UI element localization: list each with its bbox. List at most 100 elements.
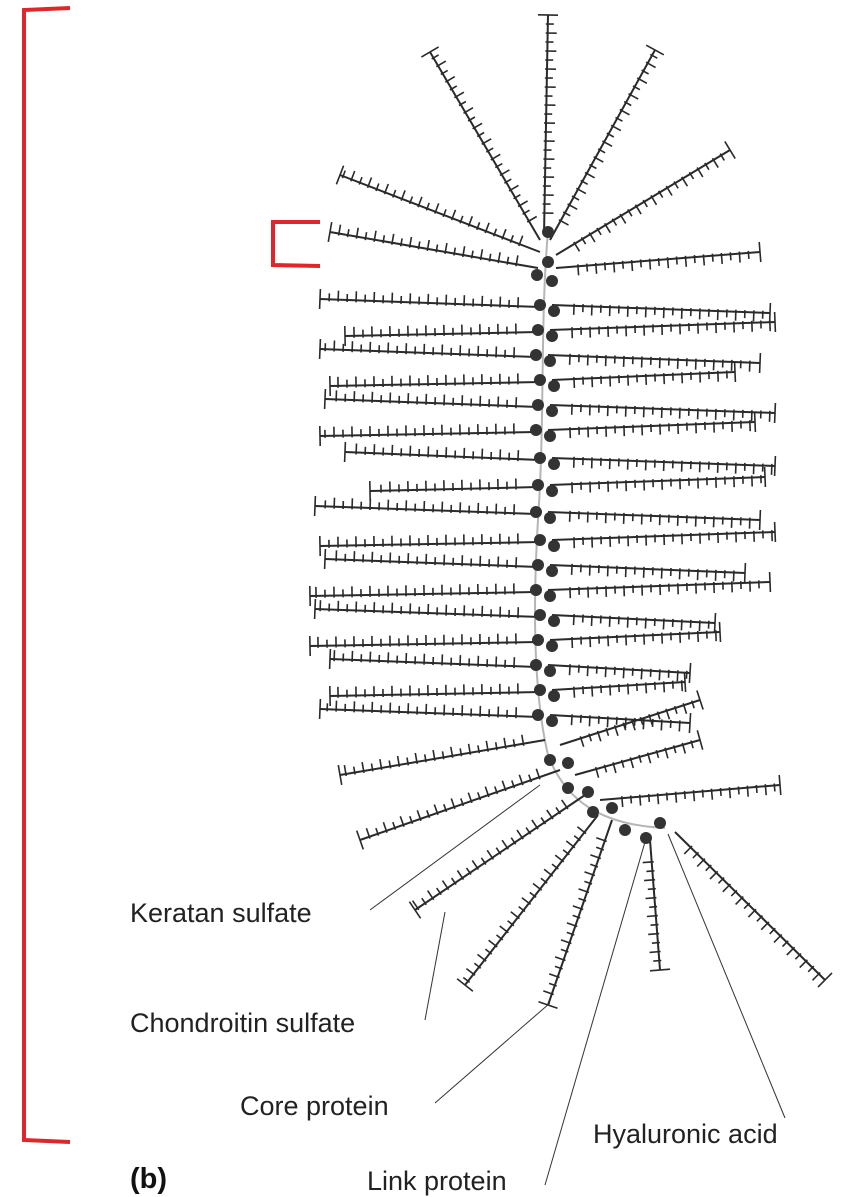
keratan-leader bbox=[370, 785, 540, 910]
gag-chain-tick bbox=[647, 916, 658, 917]
link-protein-node-5 bbox=[544, 355, 556, 367]
link-protein-node-103 bbox=[582, 786, 594, 798]
gag-chain-tick bbox=[661, 719, 662, 730]
gag-chain-tick bbox=[682, 372, 683, 383]
gag-chain-tick bbox=[645, 618, 646, 629]
core-protein-axis bbox=[345, 332, 538, 336]
strand-8 bbox=[552, 303, 770, 323]
gag-chain-tick bbox=[738, 787, 739, 795]
strand-end-cap bbox=[720, 622, 721, 642]
strand-30 bbox=[548, 572, 770, 598]
strand-end-cap bbox=[330, 649, 331, 669]
gag-chain-tick bbox=[736, 897, 744, 905]
gag-chain-tick bbox=[500, 926, 509, 933]
gag-chain-tick bbox=[466, 969, 475, 976]
gag-chain-tick bbox=[699, 620, 700, 631]
strand-end-cap bbox=[775, 456, 776, 476]
core-protein-axis bbox=[325, 559, 538, 567]
link-protein-node-9 bbox=[546, 405, 558, 417]
gag-chain-tick bbox=[478, 954, 487, 961]
gag-chain-tick bbox=[739, 252, 740, 263]
strand-12 bbox=[548, 353, 760, 373]
strand-26 bbox=[552, 522, 775, 548]
gag-chain-tick bbox=[787, 947, 795, 955]
gag-chain-tick bbox=[605, 666, 606, 677]
strand-end-cap bbox=[320, 289, 321, 309]
large-red-bracket bbox=[24, 8, 70, 1142]
gag-chain-tick bbox=[649, 794, 650, 802]
link-protein-node-25 bbox=[548, 615, 560, 627]
core-protein-axis bbox=[600, 785, 780, 800]
link-protein-node-104 bbox=[587, 806, 599, 818]
strand-40 bbox=[550, 713, 691, 733]
gag-chain-tick bbox=[589, 715, 590, 726]
gag-chain-tick bbox=[765, 784, 766, 795]
strand-43 bbox=[357, 769, 560, 850]
strand-9 bbox=[345, 324, 538, 347]
gag-chain-tick bbox=[516, 397, 517, 408]
strand-13 bbox=[330, 373, 540, 396]
strand-end-cap bbox=[320, 339, 321, 359]
strand-32 bbox=[552, 613, 716, 633]
gag-chain-tick bbox=[662, 479, 663, 490]
strand-27 bbox=[325, 549, 538, 569]
strand-38 bbox=[552, 672, 686, 698]
strand-6 bbox=[556, 242, 761, 275]
link-protein-node-14 bbox=[532, 479, 544, 491]
gag-chain-tick bbox=[652, 943, 660, 944]
gag-chain-tick bbox=[605, 262, 606, 270]
gag-chain-tick bbox=[579, 665, 580, 673]
link-protein-node-19 bbox=[548, 540, 560, 552]
gag-chain-tick bbox=[685, 791, 686, 799]
strand-17 bbox=[320, 423, 536, 446]
link-protein-node-107 bbox=[640, 832, 652, 844]
link-protein-node-20 bbox=[532, 559, 544, 571]
gag-chain-tick bbox=[664, 681, 665, 692]
gag-chain-tick bbox=[646, 682, 647, 693]
strand-2 bbox=[550, 45, 664, 240]
panel-label: (b) bbox=[130, 1163, 167, 1195]
gag-chain-tick bbox=[592, 376, 593, 387]
gag-chain-tick bbox=[677, 257, 678, 265]
strand-22 bbox=[550, 467, 765, 493]
gag-chain-tick bbox=[748, 251, 749, 259]
strand-end-cap bbox=[765, 467, 766, 487]
gag-chain-tick bbox=[518, 450, 519, 461]
link-protein-node-33 bbox=[546, 715, 558, 727]
link-protein-node-200 bbox=[542, 226, 554, 238]
strand-44 bbox=[575, 730, 703, 777]
gag-chain-tick bbox=[681, 619, 682, 630]
gag-chain-tick bbox=[641, 668, 642, 679]
gag-chain-tick bbox=[428, 446, 429, 457]
link-protein-node-8 bbox=[532, 399, 544, 411]
gag-chain-tick bbox=[640, 795, 641, 806]
gag-chain-tick bbox=[370, 652, 371, 663]
gag-chain-tick bbox=[664, 373, 665, 384]
gag-chain-tick bbox=[572, 564, 573, 575]
gag-chain-tick bbox=[608, 635, 609, 646]
gag-chain-tick bbox=[662, 633, 663, 644]
strand-end-cap bbox=[775, 312, 776, 332]
link-protein-node-106 bbox=[619, 824, 631, 836]
gag-chain-tick bbox=[511, 912, 520, 919]
gag-chain-tick bbox=[566, 841, 575, 848]
strand-end-cap bbox=[325, 389, 326, 409]
core-protein-axis bbox=[370, 487, 538, 491]
strand-39 bbox=[320, 699, 538, 719]
link-protein-node-12 bbox=[534, 452, 546, 464]
strand-49 bbox=[643, 840, 670, 971]
gag-chain-tick bbox=[514, 657, 515, 668]
link-protein-node-16 bbox=[530, 506, 542, 518]
gag-chain-tick bbox=[646, 374, 647, 385]
link-protein-node-17 bbox=[544, 512, 556, 524]
strand-41 bbox=[338, 735, 545, 785]
gag-chain-tick bbox=[516, 557, 517, 568]
link-protein-node-2 bbox=[532, 324, 544, 336]
link-protein-node-108 bbox=[654, 817, 666, 829]
link-protein-node-29 bbox=[544, 665, 556, 677]
gag-chain-tick bbox=[628, 683, 629, 694]
core-protein-axis bbox=[544, 15, 548, 235]
link-protein-node-21 bbox=[546, 565, 558, 577]
gag-chain-tick bbox=[703, 790, 704, 798]
